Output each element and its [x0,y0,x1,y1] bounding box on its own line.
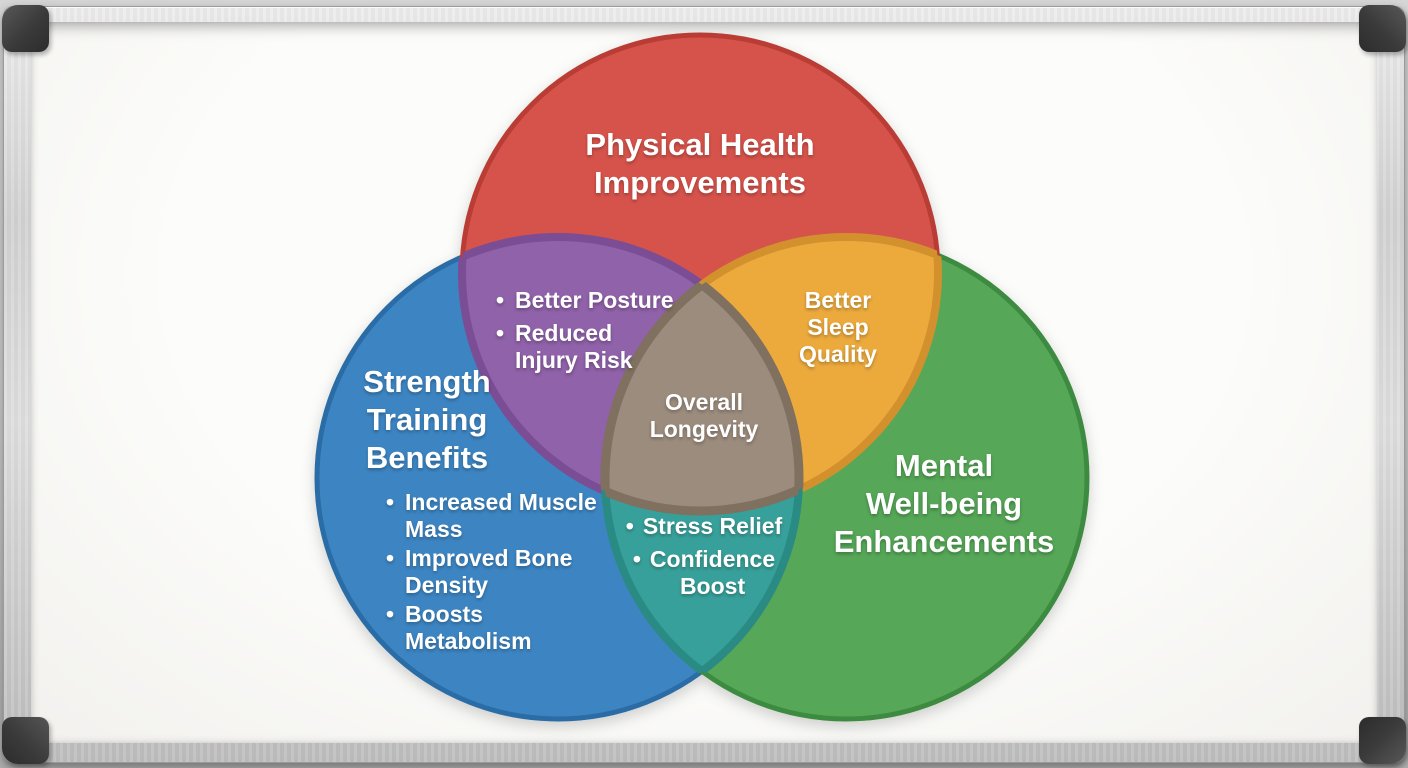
list-item: • Improved Bone Density [386,545,626,599]
overlap-list-physical-strength: • Better Posture • Reduced Injury Risk [496,287,706,380]
overlap-center-edge-left [605,237,804,511]
overlap-center-arc-right [600,237,799,511]
list-item-text: Stress Relief [642,513,783,539]
list-item-text: Increased Muscle Mass [405,489,597,542]
frame-corner-cap-top-left [2,5,49,52]
circle-title-physical-health: Physical Health Improvements [585,127,815,200]
list-item-text: Reduced Injury Risk [515,320,633,373]
bullet-icon: • [386,545,395,571]
list-item-text: Boosts Metabolism [405,601,532,654]
list-item: • Boosts Metabolism [386,601,626,655]
bullet-icon: • [386,489,395,515]
overlap-label-better-sleep-quality: Better Sleep Quality [799,287,877,367]
bullet-icon: • [496,320,505,346]
circle-list-strength-benefits: • Increased Muscle Mass • Improved Bone … [386,489,626,657]
list-item: • Confidence Boost [594,546,814,600]
list-item: • Increased Muscle Mass [386,489,626,543]
list-item: • Reduced Injury Risk [496,320,706,374]
list-item-text: Confidence Boost [649,546,776,599]
list-item-text: Better Posture [515,287,674,313]
list-item: • Stress Relief [594,513,814,540]
list-item-text: Improved Bone Density [405,545,573,598]
frame-corner-cap-bottom-right [1359,717,1406,764]
bullet-icon: • [625,513,634,539]
bullet-icon: • [496,287,505,313]
list-item: • Better Posture [496,287,706,314]
frame-corner-cap-bottom-left [2,717,49,764]
overlap-list-strength-mental: • Stress Relief • Confidence Boost [594,513,814,606]
frame-corner-cap-top-right [1359,5,1406,52]
overlap-center-edge-right [600,237,799,511]
overlap-center-arc-left [605,237,804,511]
center-label-overall-longevity: Overall Longevity [649,389,759,442]
circle-title-strength-training: Strength Training Benefits [363,364,491,475]
circle-title-mental-wellbeing: Mental Well-being Enhancements [833,448,1055,559]
bullet-icon: • [386,601,395,627]
bullet-icon: • [632,546,641,572]
